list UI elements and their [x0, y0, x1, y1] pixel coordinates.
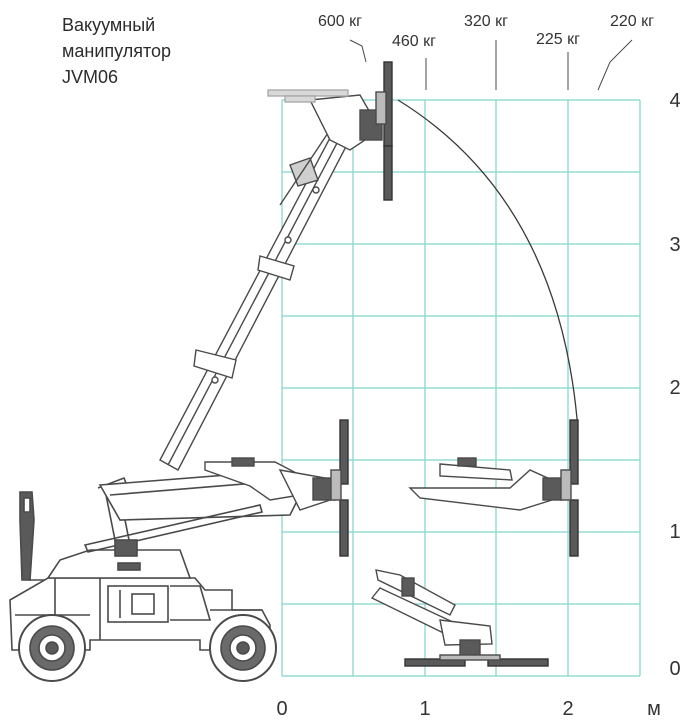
x-tick-label: 2 [562, 698, 573, 720]
load-label: 225 кг [536, 31, 580, 48]
title-line-3: JVM06 [62, 67, 119, 87]
load-leader-lines [349, 39, 633, 91]
load-label: 600 кг [318, 13, 362, 30]
y-tick-label: 0 [669, 658, 680, 680]
attachment-mid-right [408, 419, 579, 557]
extended-boom [159, 61, 393, 471]
reach-grid [281, 99, 641, 677]
title-line-2: манипулятор [62, 41, 172, 61]
reach-arc [397, 99, 579, 431]
load-label: 460 кг [392, 33, 436, 50]
load-labels: 600 кг 460 кг 320 кг 225 кг 220 кг [318, 13, 654, 50]
y-tick-label: 3 [669, 234, 680, 256]
y-tick-label: 2 [669, 377, 680, 399]
chart-title: Вакуумный манипулятор JVM06 [62, 12, 171, 90]
x-axis-unit: м [647, 698, 661, 720]
load-label: 320 кг [464, 13, 508, 30]
y-tick-label: 1 [669, 521, 680, 543]
attachment-mid-left [204, 419, 349, 557]
y-tick-label: 4 [669, 90, 680, 112]
x-tick-label: 0 [276, 698, 287, 720]
x-axis-labels: 0 1 2 м [276, 698, 660, 720]
load-label: 220 кг [610, 13, 654, 30]
x-tick-label: 1 [419, 698, 430, 720]
y-axis-labels: 4 3 2 1 0 [669, 90, 680, 680]
title-line-1: Вакуумный [62, 15, 156, 35]
attachment-floor [370, 569, 549, 667]
machine-base [9, 469, 301, 682]
